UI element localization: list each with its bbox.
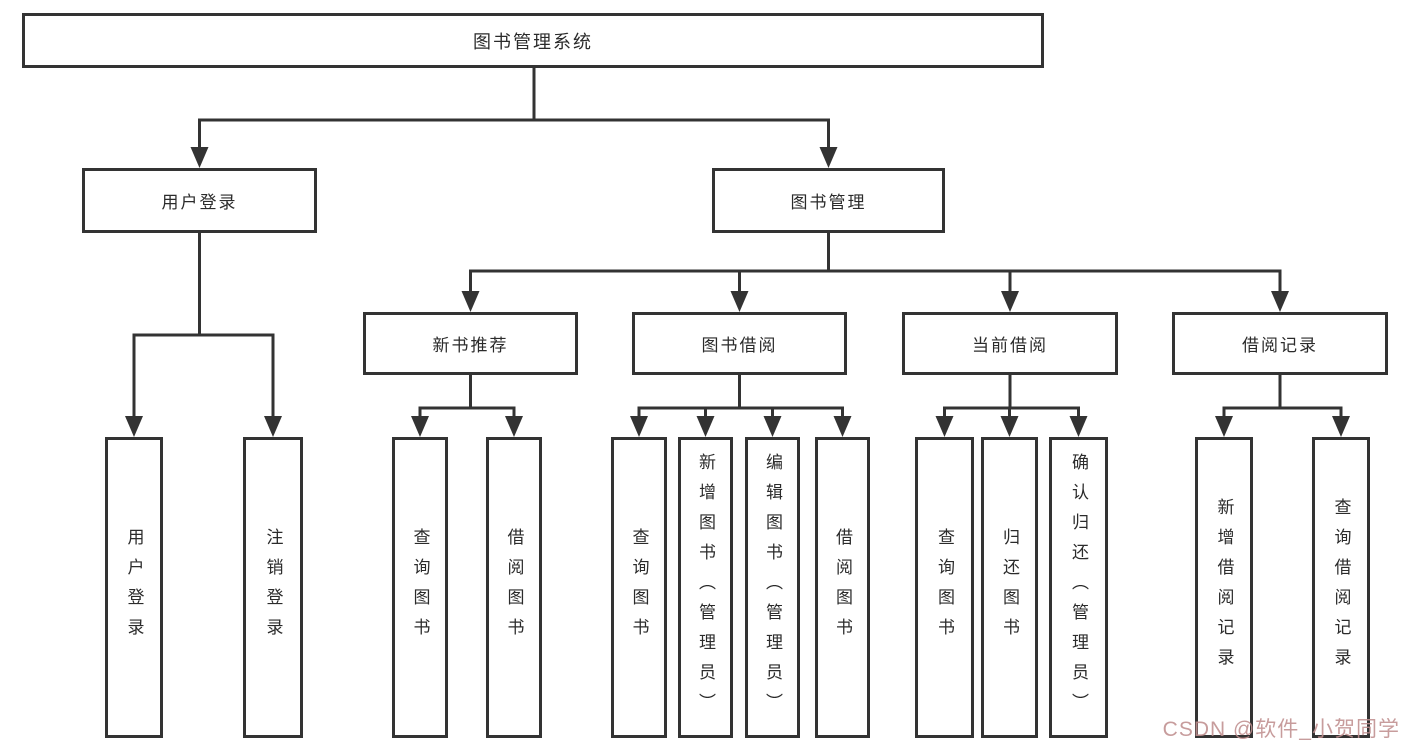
- leaf-add-books-admin: 新增图书（管理员）: [678, 437, 733, 738]
- node-label: 编辑图书（管理员）: [763, 452, 782, 723]
- node-borrow-record: 借阅记录: [1172, 312, 1388, 375]
- node-book-management: 图书管理: [712, 168, 945, 233]
- node-label: 用户登录: [161, 193, 238, 212]
- node-label: 查询图书: [410, 527, 430, 648]
- node-label: 查询图书: [935, 527, 954, 648]
- leaf-query-borrow-record: 查询借阅记录: [1312, 437, 1370, 738]
- node-label: 借阅图书: [833, 527, 852, 648]
- node-label: 新书推荐: [432, 336, 509, 355]
- node-label: 当前借阅: [972, 336, 1048, 355]
- node-current-borrow: 当前借阅: [902, 312, 1118, 375]
- leaf-add-borrow-record: 新增借阅记录: [1195, 437, 1253, 738]
- node-label: 借阅图书: [504, 527, 524, 648]
- leaf-borrow-books: 借阅图书: [815, 437, 870, 738]
- csdn-watermark: CSDN @软件_小贺同学: [1162, 718, 1400, 741]
- node-label: 查询图书: [629, 527, 649, 648]
- arrowheads: [125, 147, 1350, 437]
- node-label: 用户登录: [124, 527, 144, 648]
- node-label: 新增图书（管理员）: [696, 452, 715, 723]
- node-label: 借阅记录: [1242, 336, 1318, 355]
- node-label: 图书管理: [790, 193, 867, 212]
- leaf-query-books: 查询图书: [915, 437, 974, 738]
- node-label: 图书借阅: [701, 336, 778, 355]
- leaf-user-login: 用户登录: [105, 437, 163, 738]
- node-book-borrow: 图书借阅: [632, 312, 847, 375]
- leaf-return-books: 归还图书: [981, 437, 1038, 738]
- leaf-confirm-return-admin: 确认归还（管理员）: [1049, 437, 1108, 738]
- node-label: 归还图书: [1000, 527, 1019, 648]
- node-new-book-recommend: 新书推荐: [363, 312, 578, 375]
- leaf-edit-books-admin: 编辑图书（管理员）: [745, 437, 800, 738]
- node-label: 确认归还（管理员）: [1069, 452, 1088, 723]
- leaf-logout: 注销登录: [243, 437, 303, 738]
- leaf-query-books: 查询图书: [611, 437, 667, 738]
- node-library-management-system: 图书管理系统: [22, 13, 1044, 68]
- node-label: 查询借阅记录: [1331, 497, 1351, 678]
- node-label: 新增借阅记录: [1214, 497, 1234, 678]
- node-user-login: 用户登录: [82, 168, 317, 233]
- leaf-query-books: 查询图书: [392, 437, 448, 738]
- node-label: 图书管理系统: [473, 31, 593, 52]
- leaf-borrow-books: 借阅图书: [486, 437, 542, 738]
- node-label: 注销登录: [263, 527, 283, 648]
